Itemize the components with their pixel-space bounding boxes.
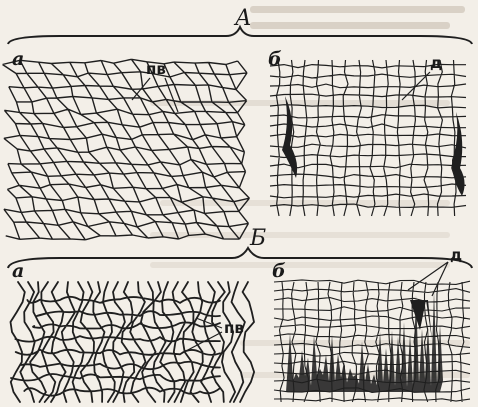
panel-label: а	[12, 50, 24, 69]
columnar-boundaries	[270, 60, 466, 216]
annotation-label: пв	[224, 321, 244, 336]
panel-b-dendritic-structure	[274, 280, 470, 402]
group-a-label: А	[235, 8, 252, 30]
annotation-label: д	[430, 56, 442, 71]
panel-a-polygonal-grains	[3, 59, 250, 240]
annotation-label: пв	[146, 62, 166, 77]
panel-b-columnar-grains	[270, 60, 466, 216]
annotation-label: д	[450, 248, 462, 263]
panel-label: а	[12, 262, 24, 281]
panel-a-lamellar-structure	[11, 282, 255, 402]
group-b-brace	[8, 248, 472, 268]
panel-label: б	[268, 50, 282, 69]
lamellae	[11, 282, 255, 402]
panel-label: б	[272, 262, 286, 281]
leader-line	[184, 332, 222, 352]
grain-boundaries	[3, 59, 250, 240]
group-b-label: Б	[250, 228, 266, 250]
